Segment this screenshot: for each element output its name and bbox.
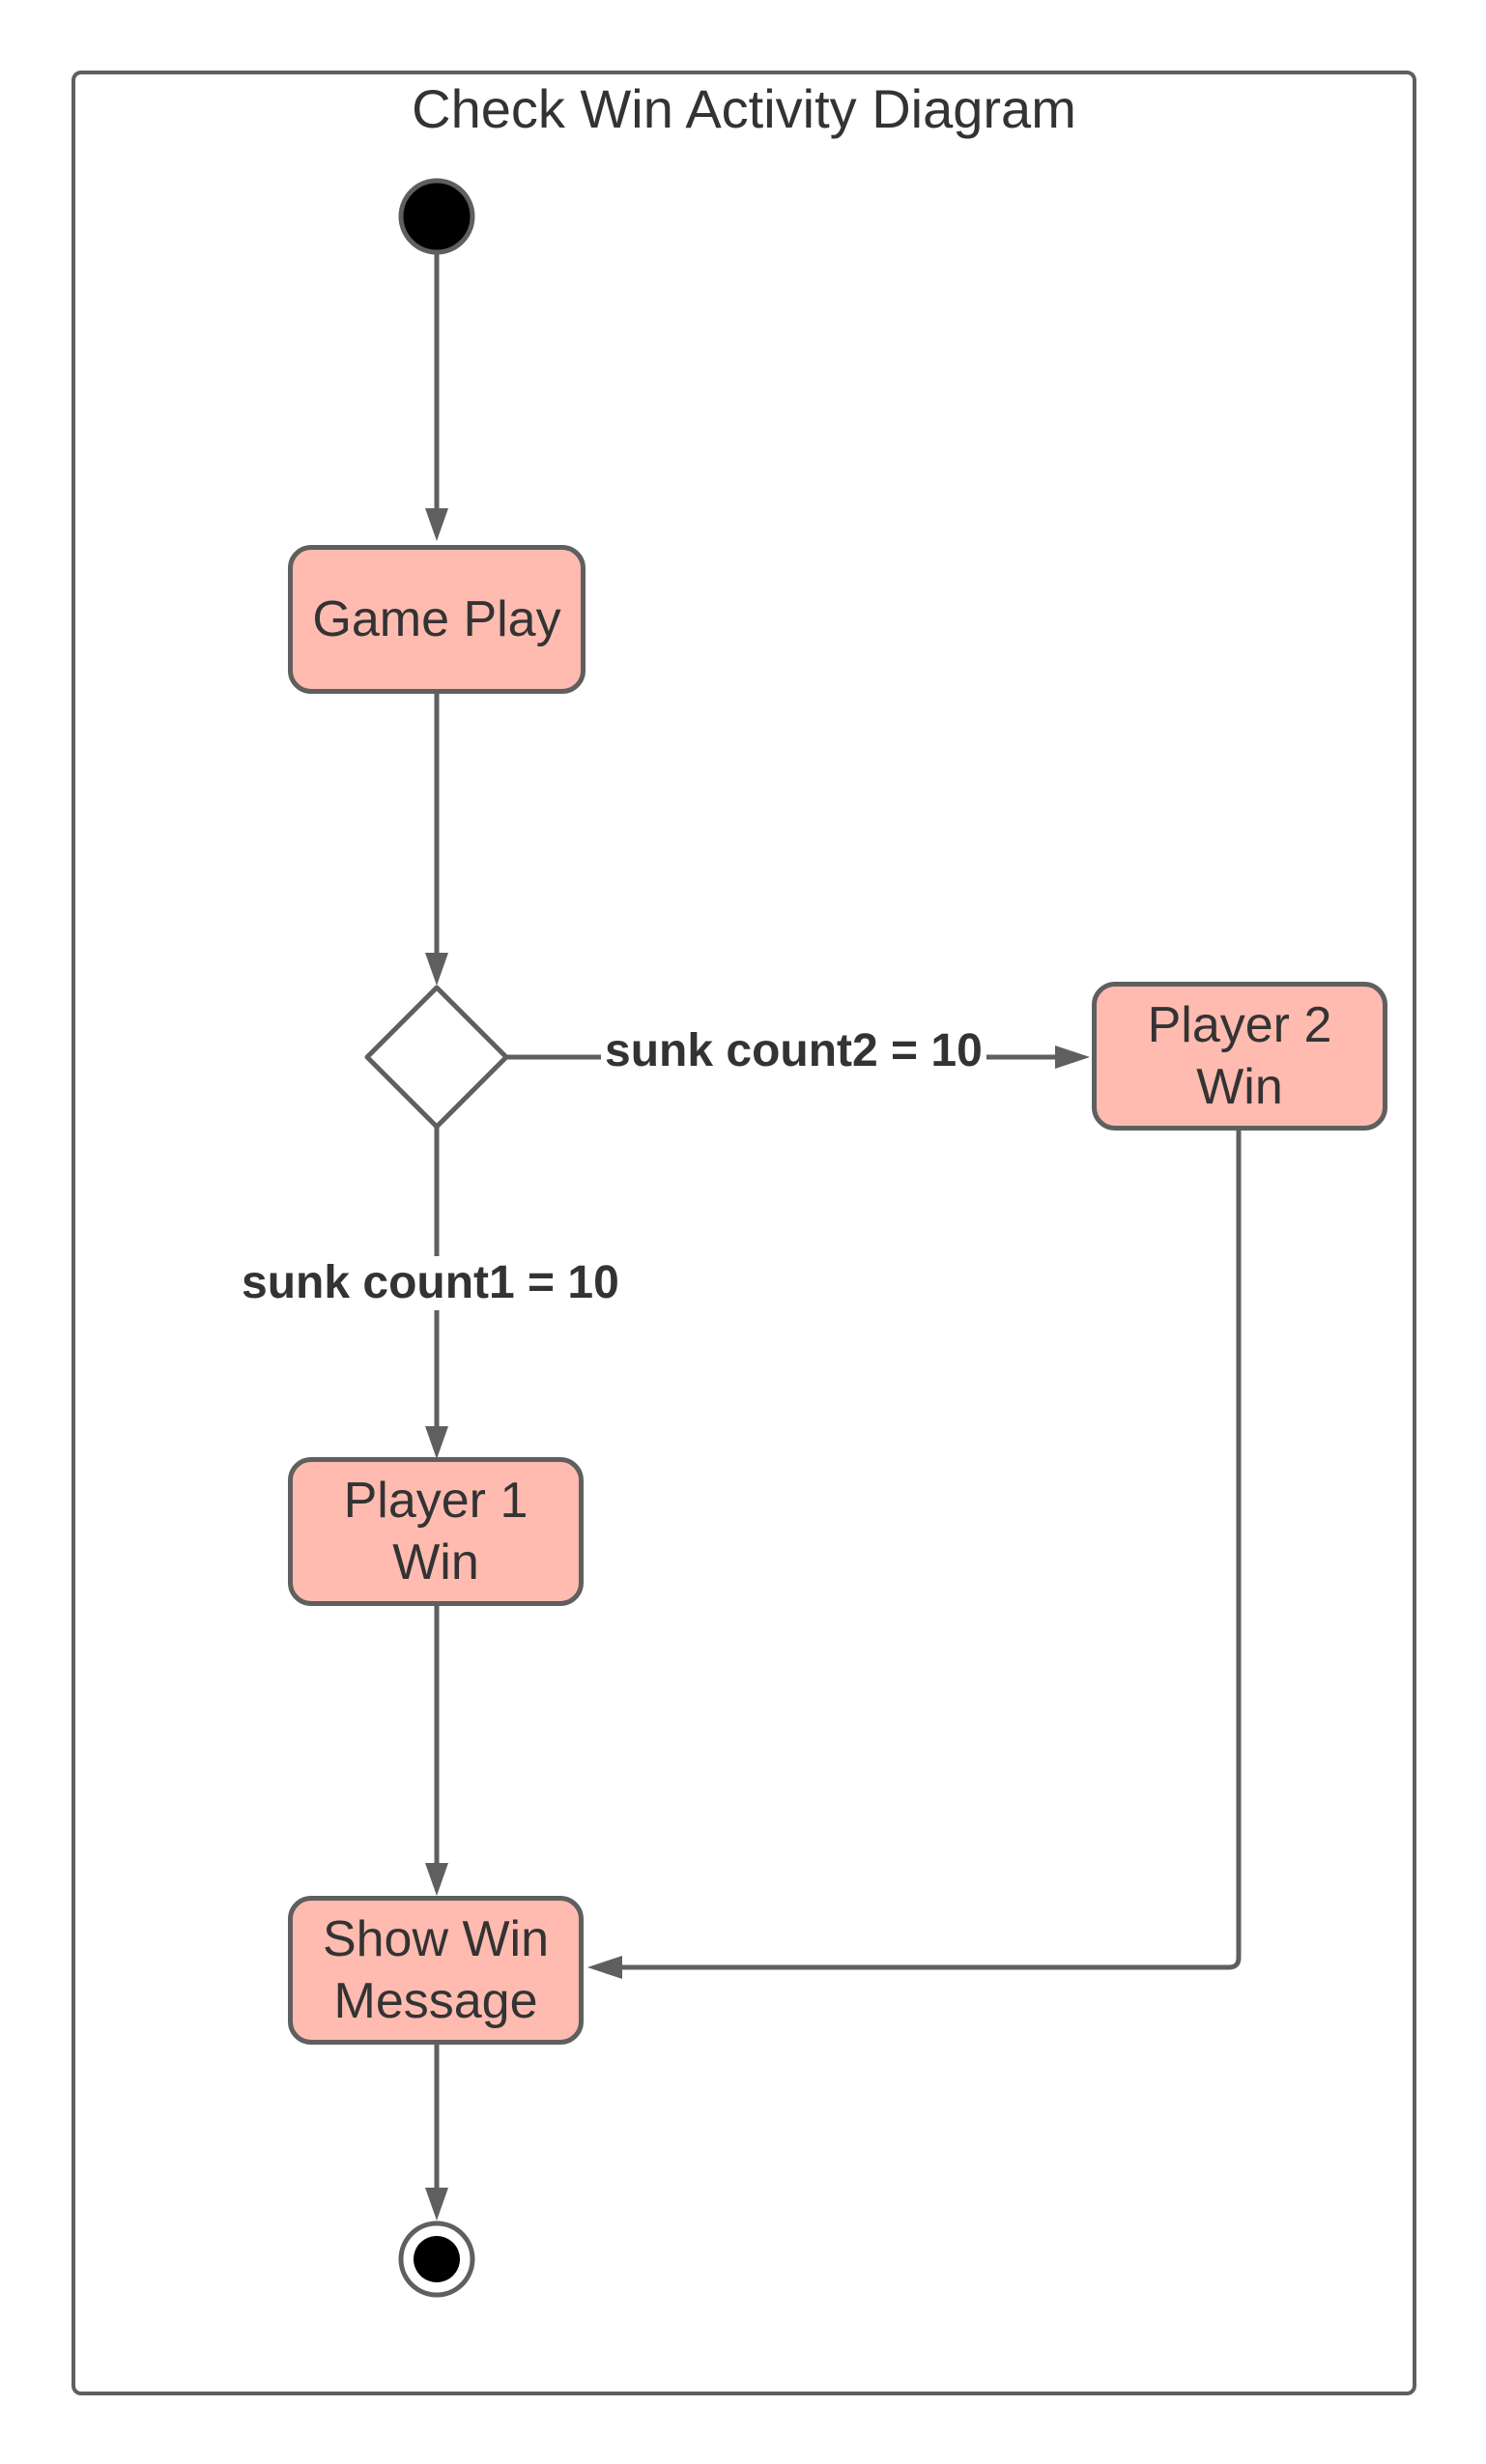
- guard-sunk-count2: sunk count2 = 10: [601, 1024, 986, 1078]
- final-node-inner: [414, 2236, 460, 2282]
- activity-game-play-label: Game Play: [312, 591, 561, 647]
- arrowhead-show-message-top: [425, 1863, 448, 1896]
- activity-player2-win-label: Player 2 Win: [1147, 997, 1332, 1115]
- initial-node: [398, 178, 475, 255]
- arrowhead-final: [425, 2188, 448, 2220]
- diagram-title: Check Win Activity Diagram: [412, 78, 1076, 139]
- decision-node: [364, 985, 509, 1130]
- edge-player2-win-to-show-message: [618, 1131, 1242, 1970]
- arrowhead-player2-win: [1055, 1046, 1090, 1069]
- activity-player1-win-label: Player 1 Win: [343, 1473, 529, 1590]
- activity-player1-win: Player 1 Win: [288, 1457, 584, 1606]
- activity-show-win-message: Show Win Message: [288, 1896, 584, 2045]
- arrowhead-game-play: [425, 508, 448, 541]
- activity-show-win-message-label: Show Win Message: [322, 1911, 550, 2029]
- activity-player2-win: Player 2 Win: [1092, 982, 1387, 1131]
- arrowhead-show-message-right: [587, 1956, 622, 1979]
- activity-game-play: Game Play: [288, 545, 586, 694]
- arrowhead-decision: [425, 953, 448, 986]
- guard-sunk-count1: sunk count1 = 10: [238, 1256, 623, 1310]
- arrowhead-player1-win: [425, 1426, 448, 1459]
